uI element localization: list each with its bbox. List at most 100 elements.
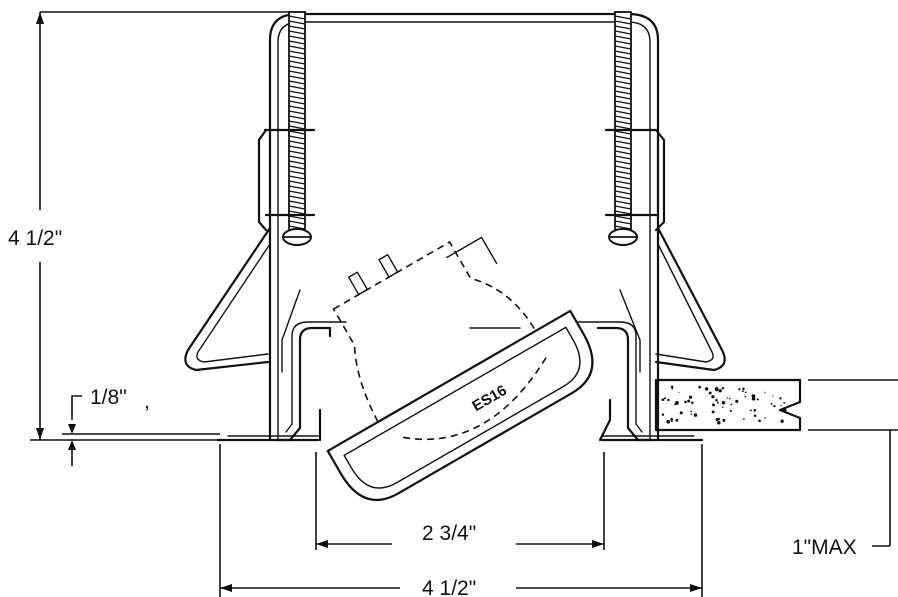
speckle-dot <box>670 385 674 389</box>
speckle-dot <box>756 398 759 401</box>
spring-arm-left <box>184 226 301 373</box>
screw-thread <box>614 140 632 145</box>
frame-right-wall <box>596 326 652 442</box>
speckle-dot <box>690 413 693 415</box>
screw-thread <box>288 175 306 180</box>
mounting-screw-left <box>282 11 312 246</box>
screw-thread <box>614 105 632 110</box>
screw-thread <box>288 215 306 220</box>
speckle-dot <box>708 391 712 395</box>
overall-width-label: 4 1/2" <box>422 577 476 597</box>
speckle-dot <box>770 402 773 405</box>
screw-thread <box>614 175 632 180</box>
speckle-dot <box>671 387 674 390</box>
screw-thread <box>614 75 632 80</box>
speckle-dot <box>670 420 673 423</box>
screw-thread <box>614 170 632 175</box>
screw-thread <box>288 15 306 20</box>
screw-thread <box>614 95 632 100</box>
screw-thread <box>614 15 632 20</box>
screw-thread <box>614 45 632 50</box>
speckle-dot <box>729 409 732 412</box>
screw-thread <box>614 205 632 210</box>
screw-thread <box>614 155 632 160</box>
speckle-dot <box>738 388 741 391</box>
screw-thread <box>288 55 306 60</box>
speckle-dot <box>722 406 724 409</box>
speckle-dot <box>744 395 747 398</box>
speckle-dot <box>711 395 715 399</box>
housing-outer-left <box>268 12 660 442</box>
screw-thread <box>614 55 632 60</box>
speckle-dot <box>721 401 726 405</box>
speckle-dot <box>779 397 782 400</box>
screw-thread <box>614 20 632 25</box>
screw-thread <box>288 155 306 160</box>
speckle-dot <box>687 399 691 403</box>
lamp-body-dashed <box>332 240 537 424</box>
screw-thread <box>614 135 632 140</box>
speckle-dot <box>751 394 756 398</box>
lamp-pin-right <box>378 254 399 278</box>
screw-thread <box>288 30 306 35</box>
screw-thread <box>288 125 306 130</box>
speckle-dot <box>753 414 757 417</box>
screw-thread <box>288 195 306 200</box>
frame-right-inner <box>575 321 643 433</box>
height-arrow-top <box>36 12 44 24</box>
screw-thread <box>614 130 632 135</box>
speckle-dot <box>690 410 692 413</box>
screw-thread <box>614 195 632 200</box>
ceiling-board <box>654 378 802 432</box>
bracket-right <box>604 128 666 232</box>
screw-thread <box>288 135 306 140</box>
screw-thread <box>288 225 306 230</box>
screw-thread <box>288 120 306 125</box>
flange-offset-tick: , <box>144 390 150 413</box>
speckle-dot <box>704 387 709 391</box>
screw-thread <box>614 145 632 150</box>
bracket-right-clip <box>654 128 666 232</box>
screw-thread <box>288 150 306 155</box>
screw-thread <box>288 115 306 120</box>
overall-height-label: 4 1/2" <box>8 227 62 250</box>
mounting-screw-right <box>608 11 638 246</box>
speckle-dot <box>661 398 665 402</box>
bracket-left <box>257 128 316 232</box>
frame-left-wall <box>276 326 332 442</box>
screw-thread <box>614 40 632 45</box>
speckle-dot <box>670 418 674 421</box>
speckle-dot <box>715 399 718 402</box>
aperture-arrow-right <box>592 540 604 548</box>
screw-thread <box>288 205 306 210</box>
speckle-dot <box>783 402 786 404</box>
speckle-dot <box>691 401 694 405</box>
spring-arm-right <box>619 226 726 373</box>
screw-thread <box>614 70 632 75</box>
frame-left-inner <box>285 321 347 433</box>
screw-thread <box>614 225 632 230</box>
housing <box>268 12 660 442</box>
speckle-dot <box>722 418 726 422</box>
speckle-dot <box>679 411 683 415</box>
screw-thread <box>614 30 632 35</box>
screw-thread <box>614 50 632 55</box>
speckle-dot <box>714 387 719 391</box>
speckle-dot <box>688 395 693 399</box>
screw-thread <box>614 185 632 190</box>
screw-thread <box>288 50 306 55</box>
aperture-width-label: 2 3/4" <box>422 522 476 545</box>
speckle-dot <box>678 391 680 393</box>
screw-thread <box>288 60 306 65</box>
speckle-dot <box>666 419 671 424</box>
screw-thread <box>614 65 632 70</box>
speckle-dot <box>735 399 739 403</box>
screw-thread <box>614 25 632 30</box>
speckle-dot <box>715 417 719 422</box>
speckle-dot <box>667 398 670 402</box>
screw-thread <box>614 85 632 90</box>
reflector-inner <box>343 326 581 489</box>
speckle-dot <box>749 409 752 412</box>
housing-inner-right <box>627 21 651 441</box>
screw-thread <box>288 190 306 195</box>
